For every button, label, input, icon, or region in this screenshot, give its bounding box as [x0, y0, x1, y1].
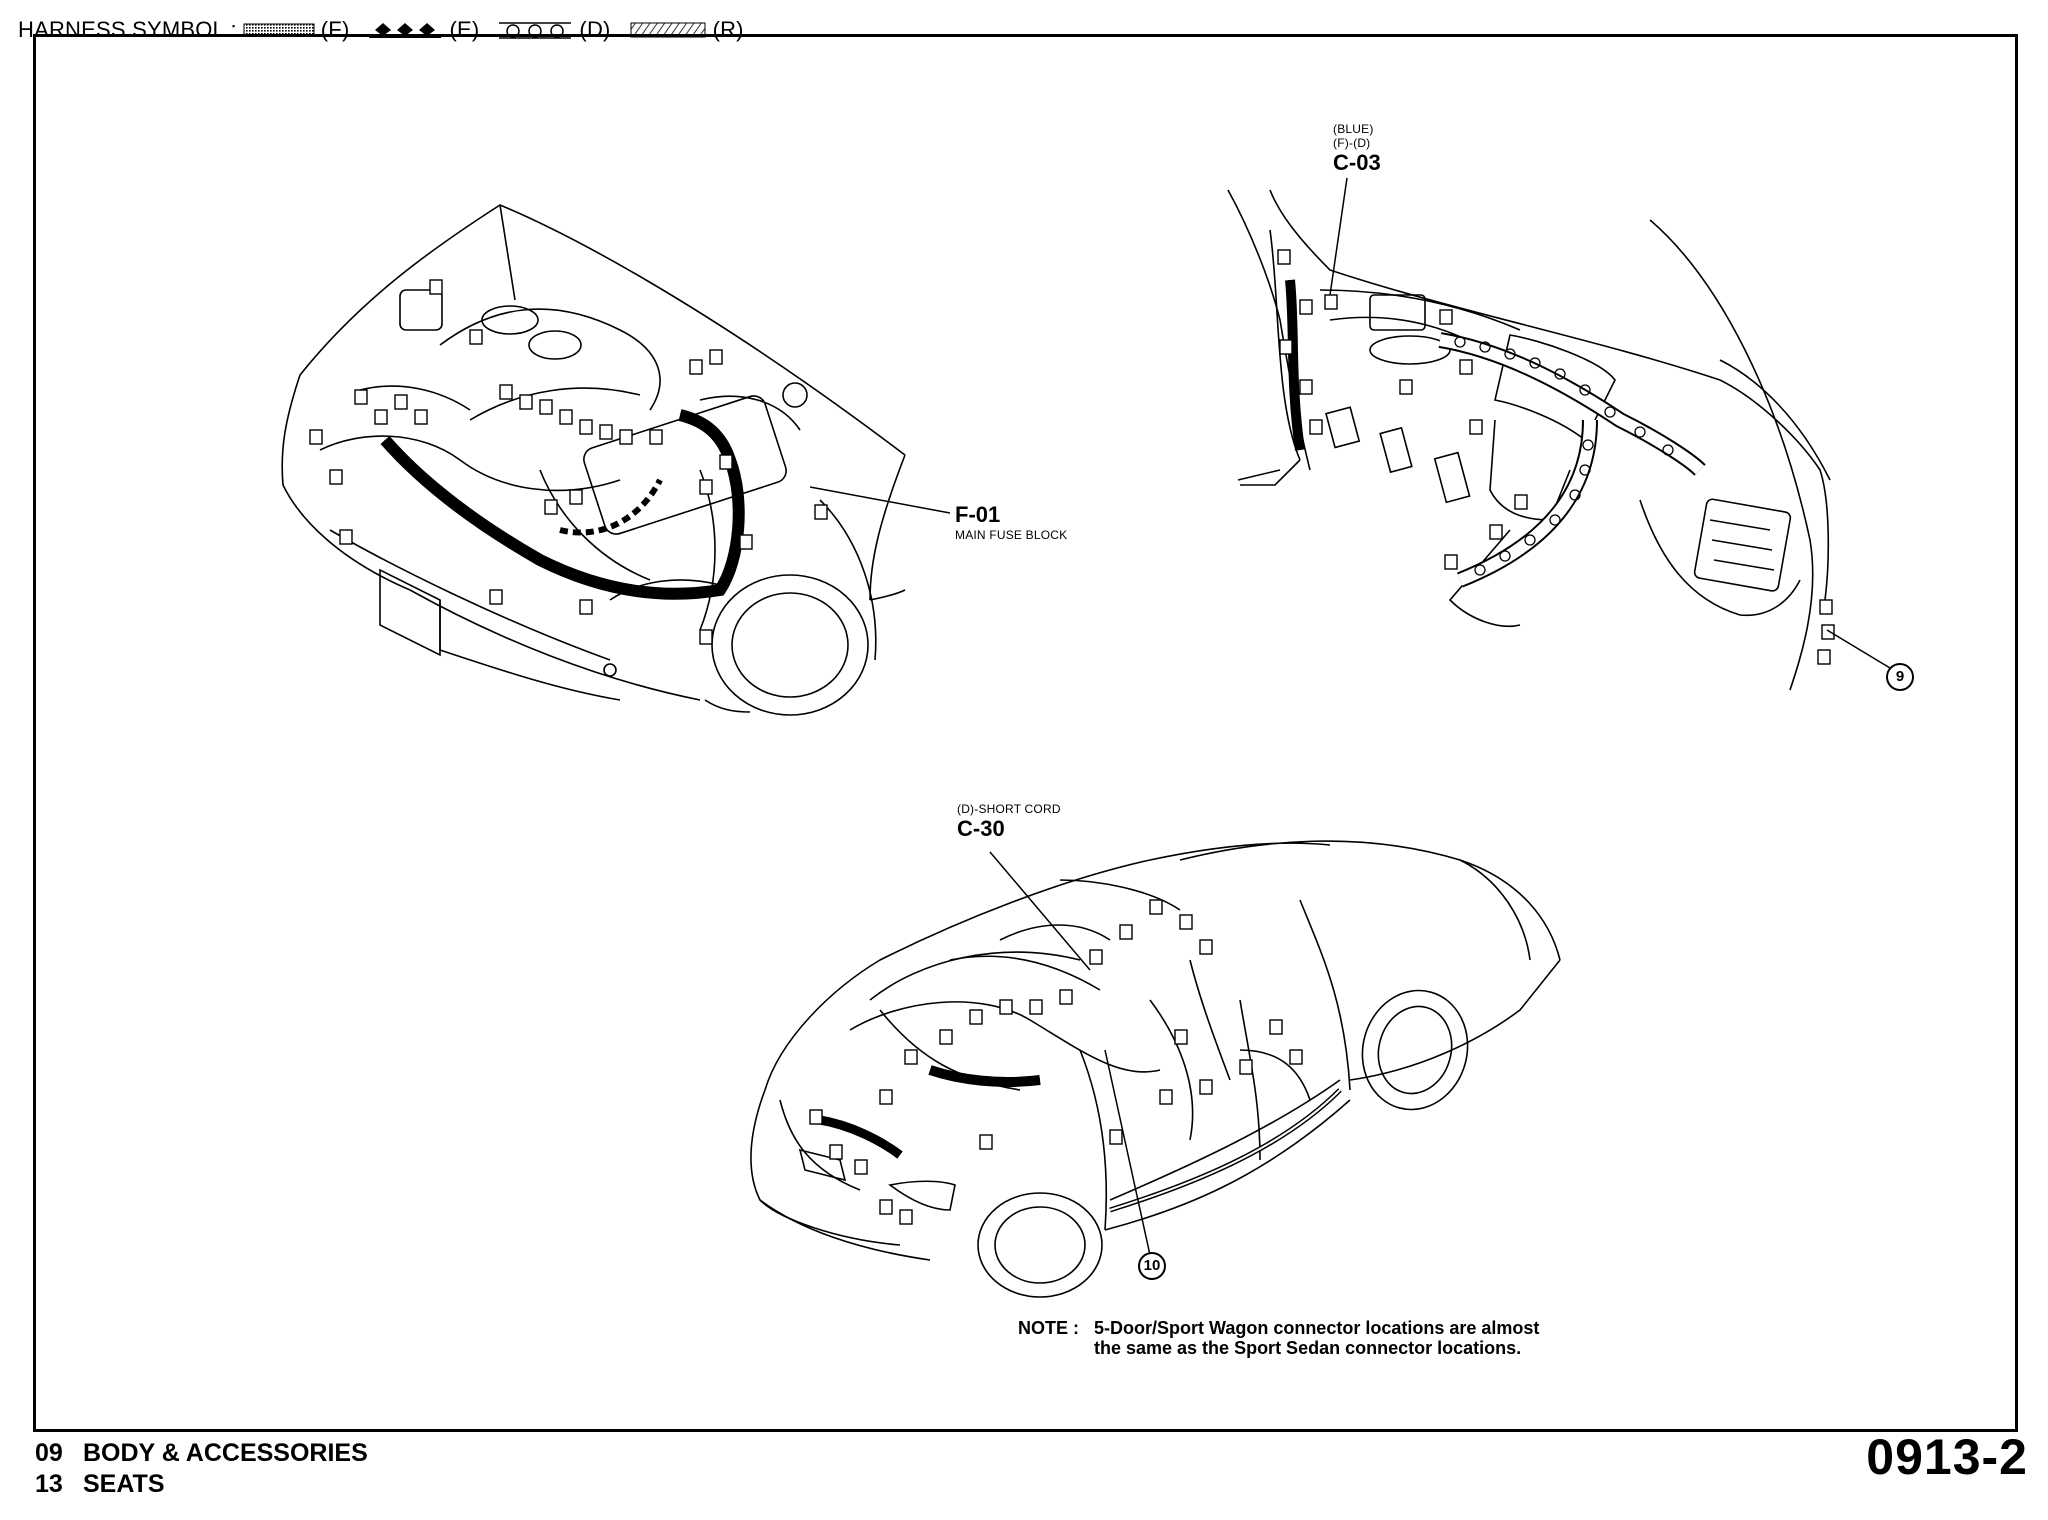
harness-symbol-legend: HARNESS SYMBOL : (F) (E) (D) (R) — [18, 10, 762, 50]
circle-harness-icon — [499, 22, 572, 39]
dash-connectors — [1277, 249, 1835, 665]
c03-callout: (BLUE) (F)-(D) C-03 — [1333, 122, 1381, 176]
c30-code: C-30 — [957, 816, 1005, 841]
legend-code-r: (R) — [712, 17, 744, 42]
legend-item-d: (D) — [497, 17, 610, 43]
c03-harness: (F)-(D) — [1333, 136, 1371, 150]
subsection-number: 13 — [35, 1470, 63, 1498]
legend-item-r: (R) — [629, 17, 744, 43]
f01-callout: F-01 MAIN FUSE BLOCK — [955, 502, 1067, 542]
c30-note: (D)-SHORT CORD — [957, 802, 1061, 816]
sill-harness — [1109, 1088, 1342, 1213]
diagram-frame — [33, 34, 2018, 1432]
hatched-harness-icon — [630, 22, 706, 38]
section-footer: 09 BODY & ACCESSORIES 13 SEATS — [35, 1438, 368, 1500]
vehicle-body-view — [750, 840, 1561, 1298]
legend-code-d: (D) — [579, 17, 611, 42]
leader-lines — [809, 177, 1891, 1256]
legend-title: HARNESS SYMBOL : — [18, 17, 237, 42]
f01-code: F-01 — [955, 502, 1001, 527]
instrument-panel-view — [1227, 189, 1831, 691]
note-line-1: 5-Door/Sport Wagon connector locations a… — [1094, 1318, 1540, 1338]
dash-harness-d — [1438, 332, 1706, 588]
legend-item-e: (E) — [367, 17, 479, 43]
c03-code: C-03 — [1333, 150, 1381, 175]
note-line-2: the same as the Sport Sedan connector lo… — [1094, 1338, 1522, 1358]
dash-harness-rings — [1454, 336, 1674, 576]
section-name: BODY & ACCESSORIES — [83, 1439, 368, 1467]
sill-harness-fill — [1109, 1089, 1341, 1211]
c30-callout: (D)-SHORT CORD C-30 — [957, 802, 1061, 842]
subsection-name: SEATS — [83, 1470, 165, 1498]
legend-item-f: (F) — [243, 17, 350, 43]
diagram-note: NOTE : 5-Door/Sport Wagon connector locat… — [1018, 1318, 1539, 1358]
dash-harness-f-fill — [1286, 279, 1304, 451]
body-harness-r-fill — [928, 1066, 1041, 1086]
reference-circle-10: 10 — [1138, 1252, 1166, 1280]
reference-circle-9: 9 — [1886, 663, 1914, 691]
note-label: NOTE : — [1018, 1318, 1079, 1338]
engine-connectors — [309, 279, 828, 645]
section-number: 09 — [35, 1439, 63, 1467]
dash-harness-fill — [1439, 334, 1705, 586]
diamond-harness-icon — [369, 23, 442, 38]
legend-code-e: (E) — [449, 17, 480, 42]
legend-code-f: (F) — [320, 17, 350, 42]
f01-description: MAIN FUSE BLOCK — [955, 528, 1068, 542]
page-code: 0913-2 — [1866, 1429, 2028, 1485]
engine-compartment-view — [281, 204, 906, 716]
engine-harness-fill — [381, 410, 744, 599]
engine-harness-e — [559, 478, 663, 536]
c03-color: (BLUE) — [1333, 122, 1374, 136]
body-harness-r2-fill — [819, 1116, 903, 1158]
body-connectors — [809, 899, 1303, 1225]
